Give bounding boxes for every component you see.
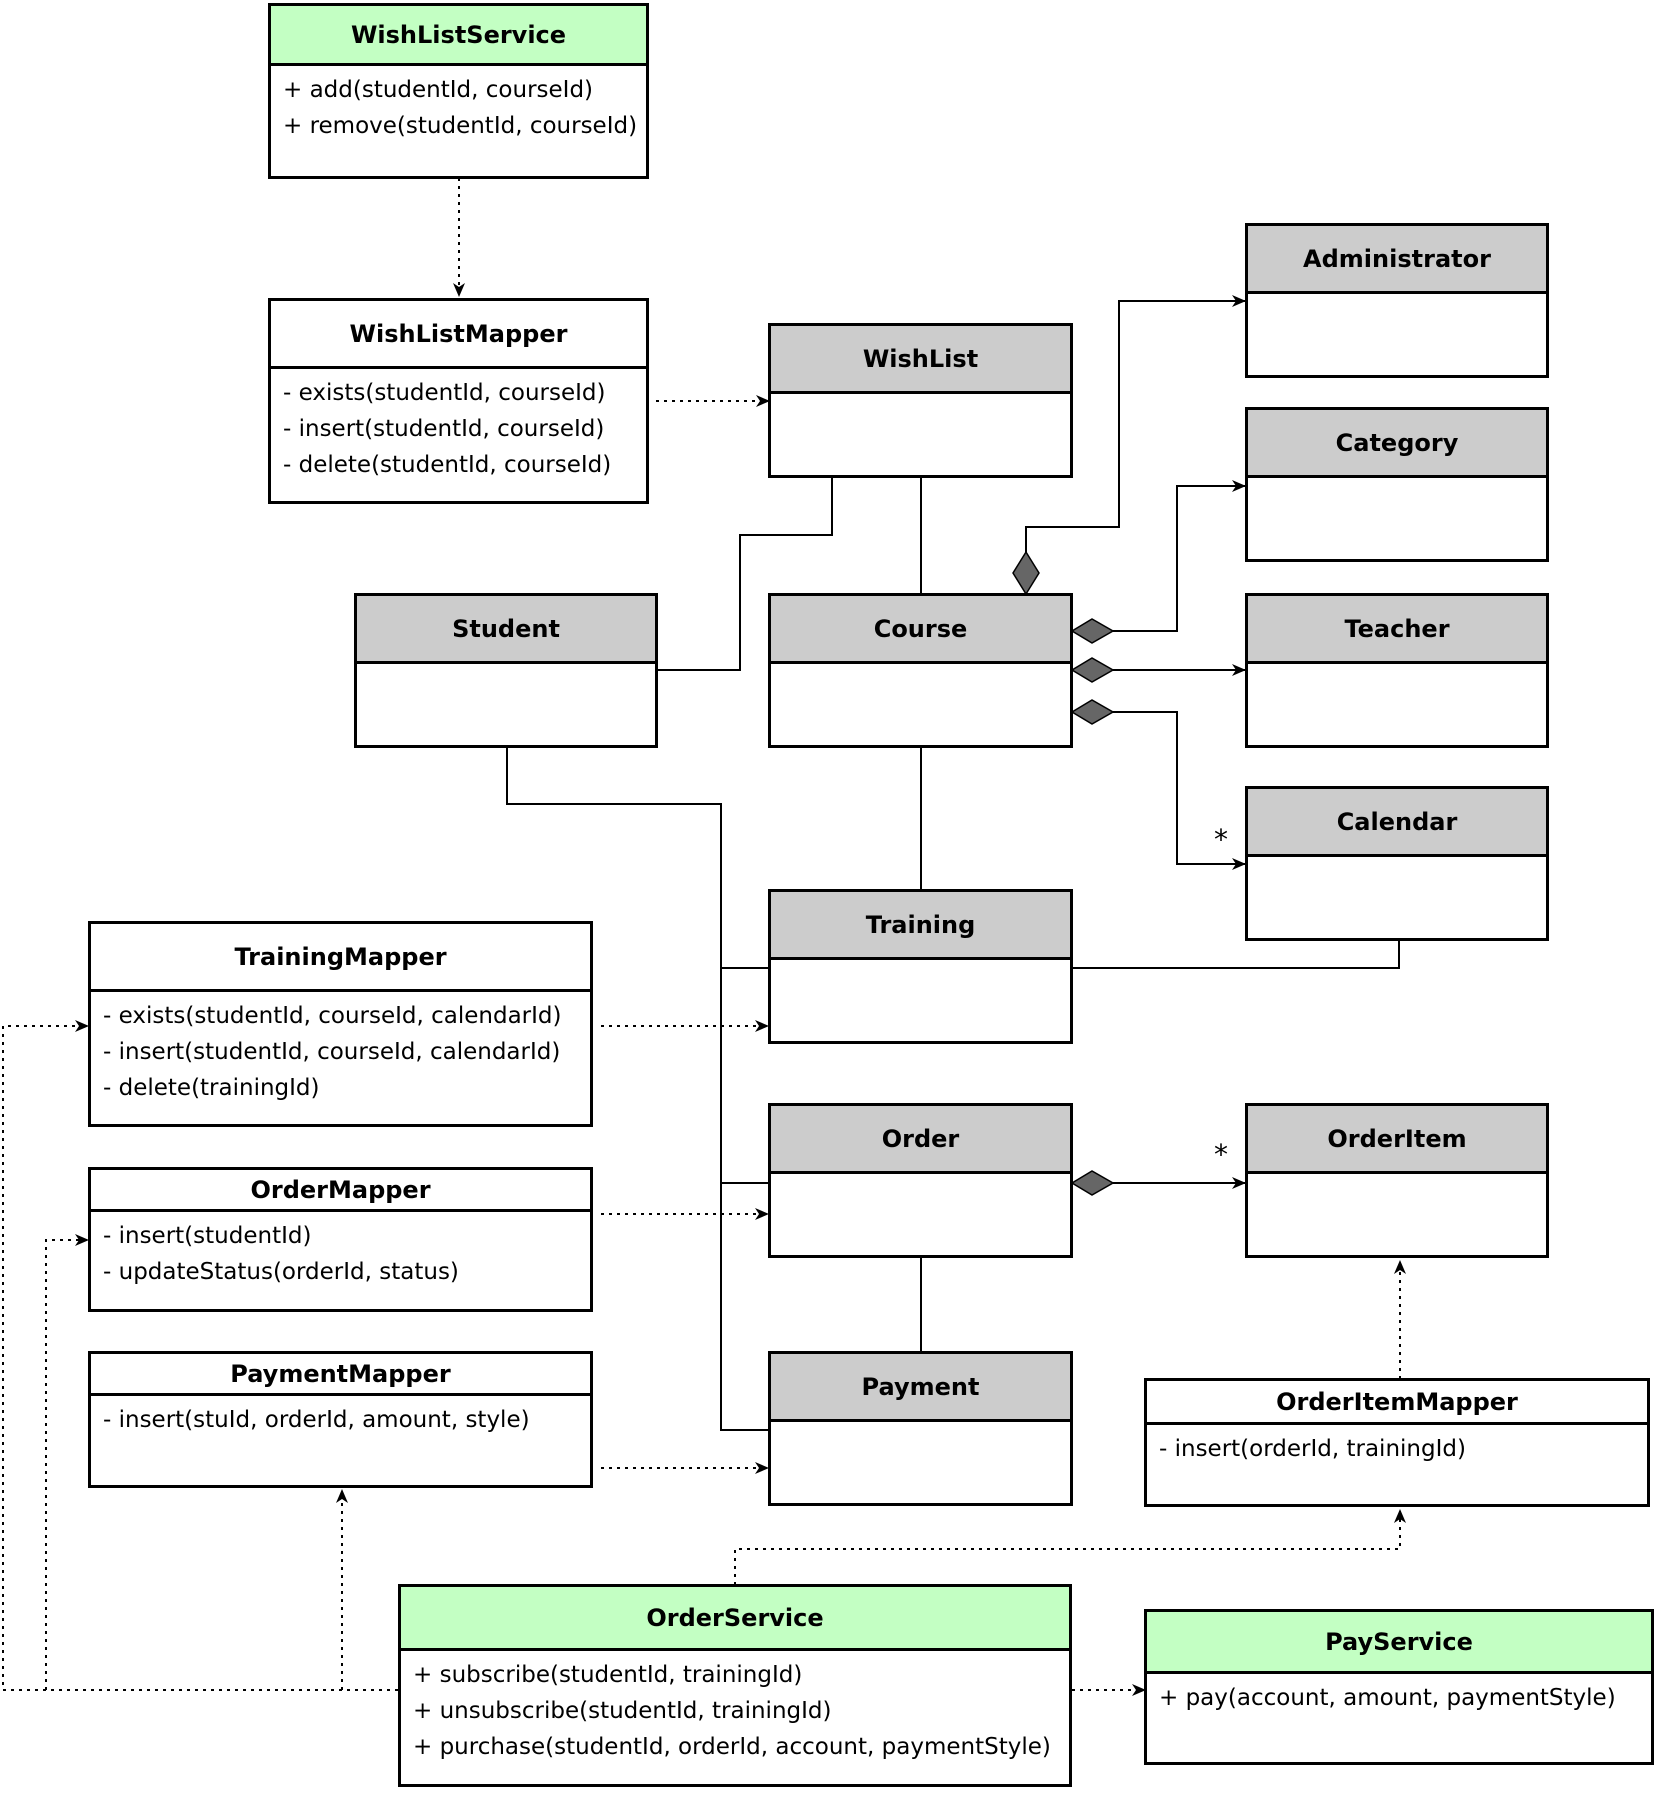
class-members	[1248, 478, 1546, 490]
dep-orderservice-orderitemmapper	[734, 1509, 1406, 1585]
class-name: OrderService	[401, 1587, 1069, 1651]
class-name: WishListMapper	[271, 301, 646, 369]
class-member: - insert(studentId)	[103, 1223, 312, 1249]
class-orderservice: OrderService+ subscribe(studentId, train…	[398, 1584, 1072, 1787]
class-ordermapper: OrderMapper - insert(studentId) - updateSt…	[88, 1167, 593, 1312]
class-members: - insert(studentId) - updateStatus(orderI…	[91, 1212, 590, 1296]
multiplicity-calendar: *	[1214, 823, 1228, 856]
class-orderitem: OrderItem	[1245, 1103, 1549, 1258]
class-member: - delete(studentId, courseId)	[283, 452, 612, 478]
diamond-course-category	[1070, 618, 1115, 644]
comp-course-category	[1113, 480, 1246, 632]
class-name: OrderItem	[1248, 1106, 1546, 1174]
class-members: - insert(orderId, trainingId)	[1147, 1425, 1647, 1473]
class-members: - exists(studentId, courseId) - insert(st…	[271, 369, 646, 489]
diamond-order-orderitem	[1070, 1170, 1115, 1196]
class-name: Order	[771, 1106, 1070, 1174]
comp-course-administrator	[1025, 295, 1246, 569]
class-name: Category	[1248, 410, 1546, 478]
class-name: PayService	[1147, 1612, 1651, 1674]
multiplicity-orderitem: *	[1214, 1138, 1228, 1171]
class-members: - insert(stuId, orderId, amount, style)	[91, 1396, 590, 1444]
class-member: - exists(studentId, courseId, calendarId…	[103, 1003, 562, 1029]
class-members	[1248, 664, 1546, 676]
class-wishlistservice: WishListService+ add(studentId, courseId…	[268, 3, 649, 179]
class-member: - insert(studentId, courseId, calendarId…	[103, 1039, 561, 1065]
class-member: - insert(studentId, courseId)	[283, 416, 605, 442]
class-name: OrderMapper	[91, 1170, 590, 1212]
class-orderitemmapper: OrderItemMapper - insert(orderId, trainin…	[1144, 1378, 1650, 1507]
comp-course-calendar	[1113, 711, 1246, 870]
class-trainingmapper: TrainingMapper - exists(studentId, course…	[88, 921, 593, 1127]
dep-orderservice-paymentmapper	[336, 1489, 398, 1691]
class-members: + add(studentId, courseId) + remove(stude…	[271, 66, 646, 150]
class-member: + purchase(studentId, orderId, account, …	[413, 1734, 1051, 1760]
class-members	[771, 664, 1070, 676]
diamond-course-calendar	[1070, 699, 1115, 725]
class-name: Training	[771, 892, 1070, 960]
class-members: + pay(account, amount, paymentStyle)	[1147, 1674, 1651, 1722]
class-name: TrainingMapper	[91, 924, 590, 992]
class-members	[771, 960, 1070, 972]
class-name: WishList	[771, 326, 1070, 394]
diamond-course-teacher	[1070, 657, 1115, 683]
class-members	[1248, 294, 1546, 306]
class-student: Student	[354, 593, 658, 748]
class-members	[357, 664, 655, 676]
class-member: - updateStatus(orderId, status)	[103, 1259, 459, 1285]
class-members: + subscribe(studentId, trainingId) + unsu…	[401, 1651, 1069, 1771]
class-category: Category	[1245, 407, 1549, 562]
class-name: OrderItemMapper	[1147, 1381, 1647, 1425]
assoc-wishlist-student	[657, 477, 833, 671]
dep-orderservice-ordermapper	[45, 1234, 398, 1691]
class-name: Payment	[771, 1354, 1070, 1422]
class-wishlistmapper: WishListMapper- exists(studentId, course…	[268, 298, 649, 504]
class-administrator: Administrator	[1245, 223, 1549, 378]
class-members: - exists(studentId, courseId, calendarId…	[91, 992, 590, 1112]
class-member: + add(studentId, courseId)	[283, 77, 594, 103]
class-members	[771, 1174, 1070, 1186]
class-member: - exists(studentId, courseId)	[283, 380, 606, 406]
class-teacher: Teacher	[1245, 593, 1549, 748]
class-name: Administrator	[1248, 226, 1546, 294]
class-paymentmapper: PaymentMapper - insert(stuId, orderId, am…	[88, 1351, 593, 1488]
diamond-course-administrator	[1012, 550, 1040, 596]
class-member: - insert(orderId, trainingId)	[1159, 1436, 1466, 1462]
class-members	[1248, 1174, 1546, 1186]
class-name: Student	[357, 596, 655, 664]
assoc-student-payment	[506, 748, 769, 1431]
class-course: Course	[768, 593, 1073, 748]
class-member: - delete(trainingId)	[103, 1075, 320, 1101]
class-member: + subscribe(studentId, trainingId)	[413, 1662, 803, 1688]
assoc-calendar-training	[1072, 940, 1400, 969]
class-name: WishListService	[271, 6, 646, 66]
class-training: Training	[768, 889, 1073, 1044]
class-name: Calendar	[1248, 789, 1546, 857]
class-members	[771, 394, 1070, 406]
class-payservice: PayService + pay(account, amount, payment…	[1144, 1609, 1654, 1765]
class-order: Order	[768, 1103, 1073, 1258]
class-member: + pay(account, amount, paymentStyle)	[1159, 1685, 1616, 1711]
class-name: PaymentMapper	[91, 1354, 590, 1396]
class-wishlist: WishList	[768, 323, 1073, 478]
class-calendar: Calendar	[1245, 786, 1549, 941]
class-member: + unsubscribe(studentId, trainingId)	[413, 1698, 832, 1724]
class-payment: Payment	[768, 1351, 1073, 1506]
class-member: - insert(stuId, orderId, amount, style)	[103, 1407, 530, 1433]
class-members	[1248, 857, 1546, 869]
class-member: + remove(studentId, courseId)	[283, 113, 638, 139]
class-members	[771, 1422, 1070, 1434]
class-name: Teacher	[1248, 596, 1546, 664]
class-name: Course	[771, 596, 1070, 664]
